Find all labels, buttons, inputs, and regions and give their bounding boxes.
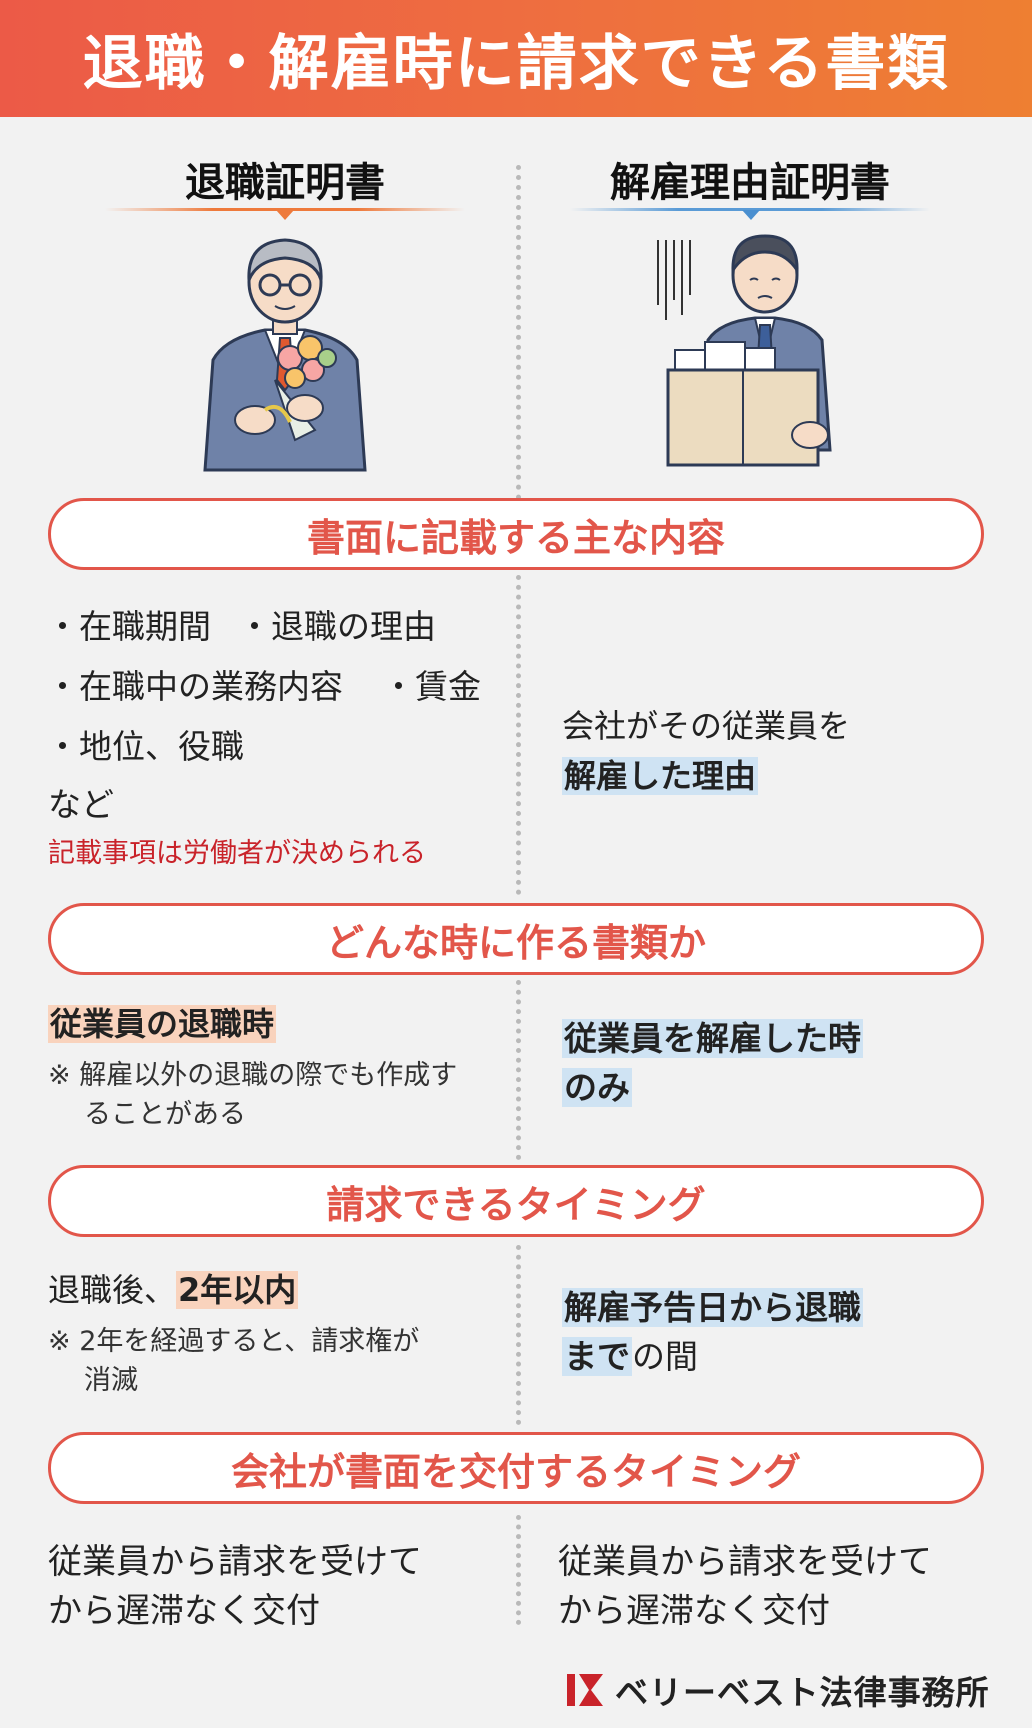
when-right-block: 従業員を解雇した時 のみ — [562, 1018, 863, 1110]
firm-logo-mark-icon — [567, 1674, 603, 1706]
request-timing-prefix: 退職後、 — [48, 1271, 177, 1309]
issue-timing-right: 従業員から請求を受けて から遅滞なく交付 — [558, 1538, 932, 1637]
column-divider — [516, 165, 521, 500]
notice-period-highlight-line2: まで — [562, 1336, 632, 1376]
column-divider — [516, 980, 521, 1160]
issue-timing-left-line2: から遅滞なく交付 — [48, 1591, 320, 1632]
bullet-position: ・地位、役職 — [46, 727, 244, 766]
request-timing-note: ※ 2年を経過すると、請求権が 消滅 — [48, 1322, 419, 1400]
firm-name: ベリーベスト法律事務所 — [615, 1673, 990, 1712]
bullet-reason-for-leaving: ・退職の理由 — [238, 607, 436, 646]
section-header-when-created: どんな時に作る書類か — [48, 903, 984, 975]
column-divider — [516, 575, 521, 895]
issue-timing-left: 従業員から請求を受けて から遅滞なく交付 — [48, 1538, 422, 1637]
request-timing-right: 解雇予告日から退職 までの間 — [562, 1287, 863, 1379]
dismissal-time-highlight-line2: のみ — [562, 1067, 632, 1107]
column-divider — [516, 1515, 521, 1625]
retirement-note: ※ 解雇以外の退職の際でも作成す ることがある — [48, 1056, 457, 1134]
retirement-note-line1: ※ 解雇以外の退職の際でも作成す — [48, 1060, 458, 1091]
when-left-block: 従業員の退職時 — [48, 1004, 277, 1046]
two-years-highlight: 2年以内 — [176, 1271, 299, 1309]
section-header-contents: 書面に記載する主な内容 — [48, 498, 984, 570]
retirement-note-line2: ることがある — [84, 1099, 246, 1131]
header-banner: 退職・解雇時に請求できる書類 — [0, 0, 1032, 117]
page-title: 退職・解雇時に請求できる書類 — [82, 29, 950, 99]
etc-label: など — [48, 785, 114, 824]
column-divider — [516, 1245, 521, 1425]
issue-timing-right-line1: 従業員から請求を受けて — [558, 1542, 932, 1582]
section-header-issue-timing: 会社が書面を交付するタイミング — [48, 1432, 984, 1504]
upon-retirement-highlight: 従業員の退職時 — [48, 1005, 277, 1043]
issue-timing-right-line2: から遅滞なく交付 — [558, 1591, 830, 1632]
section-header-request-timing: 請求できるタイミング — [48, 1165, 984, 1237]
bullet-job-duties: ・在職中の業務内容 — [46, 667, 343, 706]
column-title-right: 解雇理由証明書 — [610, 160, 890, 206]
title-pointer-left — [276, 210, 294, 220]
retiree-with-bouquet-illustration — [203, 238, 367, 472]
notice-period-highlight-line1: 解雇予告日から退職 — [562, 1288, 863, 1327]
firm-logo: ベリーベスト法律事務所 — [565, 1665, 990, 1715]
issue-timing-left-line1: 従業員から請求を受けて — [48, 1542, 422, 1582]
title-underline-right — [570, 208, 930, 211]
title-underline-left — [105, 208, 465, 211]
bullet-employment-period: ・在職期間 — [46, 607, 211, 646]
dismissal-reason-line1: 会社がその従業員を — [562, 707, 851, 745]
dismissal-time-highlight-line1: 従業員を解雇した時 — [562, 1019, 863, 1058]
dismissal-reason-text: 会社がその従業員を 解雇した理由 — [562, 706, 850, 797]
bullet-wages: ・賃金 — [382, 667, 481, 706]
request-timing-left: 退職後、2年以内 — [48, 1270, 299, 1312]
request-timing-note-line1: ※ 2年を経過すると、請求権が — [48, 1326, 420, 1357]
worker-decides-note: 記載事項は労働者が決められる — [48, 838, 426, 869]
notice-period-suffix: の間 — [632, 1336, 698, 1376]
column-title-left: 退職証明書 — [185, 160, 385, 206]
title-pointer-right — [742, 210, 760, 220]
dismissal-reason-highlight: 解雇した理由 — [562, 756, 759, 795]
dismissed-worker-illustration — [657, 234, 832, 467]
request-timing-note-line2: 消滅 — [84, 1365, 138, 1397]
